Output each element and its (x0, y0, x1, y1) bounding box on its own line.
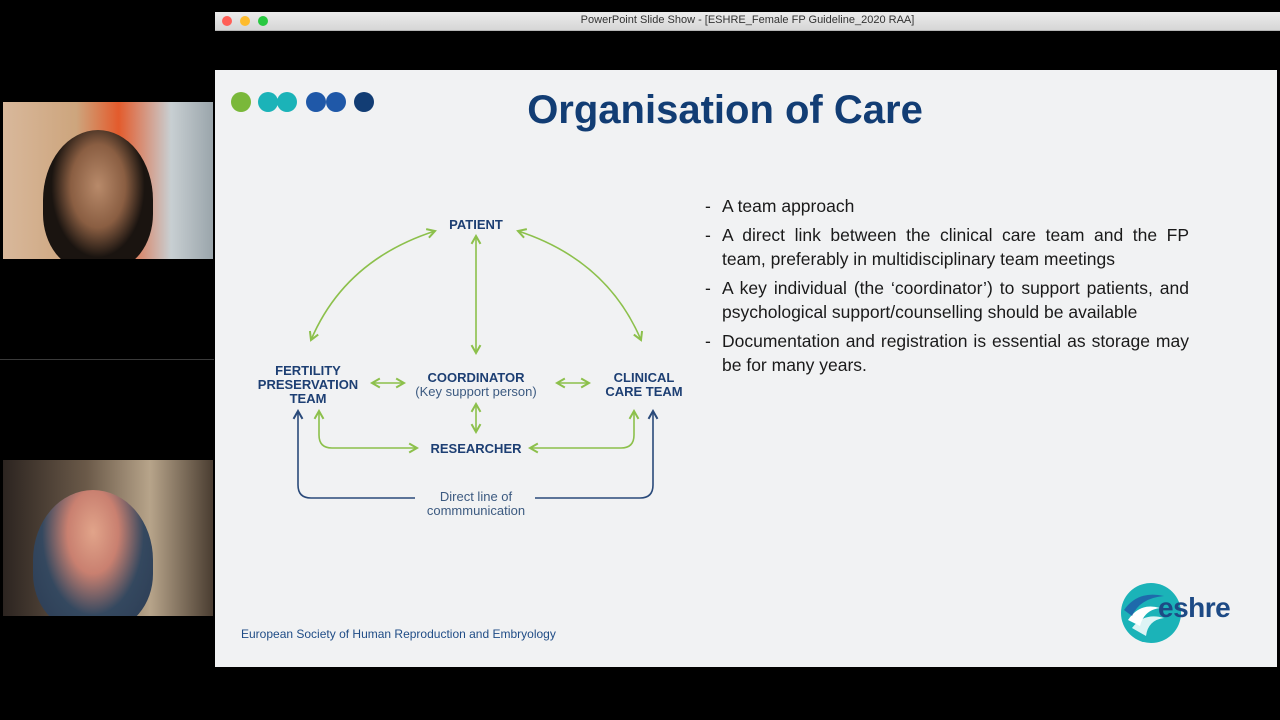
bullet-item: A direct link between the clinical care … (705, 223, 1189, 271)
node-coordinator: COORDINATOR (427, 370, 525, 385)
brand-dot-blue-1 (306, 92, 326, 112)
node-fertility-line-3: TEAM (289, 391, 327, 406)
node-coordinator-subtitle: (Key support person) (415, 384, 537, 399)
brand-dot-teal-1 (258, 92, 278, 112)
brand-dot-green (231, 92, 251, 112)
window-title: PowerPoint Slide Show - [ESHRE_Female FP… (580, 14, 915, 26)
direct-line-label: Direct line of commmunication (410, 490, 542, 518)
bullet-list: A team approach A direct link between th… (705, 194, 1189, 382)
node-clinical-line-2: CARE TEAM (605, 384, 683, 399)
minimize-window-button[interactable] (240, 16, 250, 26)
brand-dot-navy (354, 92, 374, 112)
close-window-button[interactable] (222, 16, 232, 26)
node-fertility-team: FERTILITY PRESERVATION TEAM (245, 364, 371, 406)
arrow-direct-line-right (535, 408, 659, 499)
bullet-item: A team approach (705, 194, 1189, 218)
diagram-arrows (292, 228, 659, 499)
arrow-researcher-clinical (527, 408, 640, 454)
arrow-fertility-researcher (313, 408, 420, 454)
eshre-logo-text: eshre (1158, 592, 1231, 623)
participant-video-2[interactable] (3, 460, 213, 616)
direct-line-text-2: commmunication (426, 503, 526, 518)
node-clinical-line-1: CLINICAL (613, 370, 675, 385)
slide-title: Organisation of Care (527, 88, 923, 132)
zoom-window-button[interactable] (258, 16, 268, 26)
eshre-logo-mark (1121, 583, 1181, 643)
slide[interactable]: Organisation of Care (215, 70, 1277, 667)
node-researcher: RESEARCHER (430, 441, 522, 456)
tile-divider (0, 359, 214, 360)
node-patient: PATIENT (449, 217, 503, 232)
bullet-item: Documentation and registration is essent… (705, 329, 1189, 377)
node-fertility-line-1: FERTILITY (275, 363, 341, 378)
slide-footer: European Society of Human Reproduction a… (241, 627, 556, 641)
node-fertility-line-2: PRESERVATION (257, 377, 359, 392)
direct-line-text-1: Direct line of (439, 489, 513, 504)
brand-dot-teal-2 (277, 92, 297, 112)
node-clinical-team: CLINICAL CARE TEAM (591, 371, 697, 399)
window-titlebar: PowerPoint Slide Show - [ESHRE_Female FP… (215, 12, 1280, 31)
arrow-patient-clinical (516, 228, 644, 342)
slideshow-window: PowerPoint Slide Show - [ESHRE_Female FP… (215, 12, 1280, 720)
participant-1-figure (43, 130, 153, 259)
arrow-direct-line-left (292, 408, 415, 499)
bullet-item: A key individual (the ‘coordinator’) to … (705, 276, 1189, 324)
arrow-patient-fertility (308, 228, 437, 342)
brand-dot-blue-2 (326, 92, 346, 112)
participant-video-1[interactable] (3, 102, 213, 259)
care-team-diagram: PATIENT FERTILITY PRESERVATION TEAM COOR… (235, 195, 715, 525)
eshre-logo: eshre (1120, 582, 1250, 644)
participant-2-figure (33, 490, 153, 616)
